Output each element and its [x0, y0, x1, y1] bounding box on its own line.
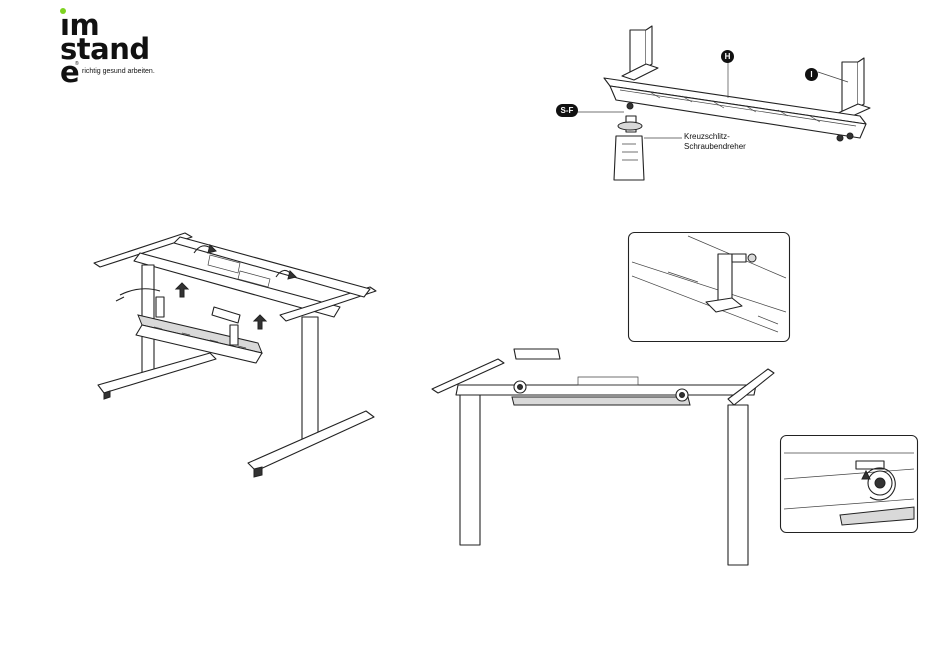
logo-registered-mark: ®	[75, 61, 79, 67]
brand-logo: ım stand e ® richtig gesund arbeiten.	[52, 4, 222, 84]
desk-frame-tray-insertion-illustration	[90, 225, 380, 485]
part-label-s-f: S-F	[556, 104, 578, 117]
logo-tagline: richtig gesund arbeiten.	[82, 68, 155, 75]
bracket-detail-inset	[628, 232, 790, 342]
part-label-i: I	[805, 68, 818, 81]
tool-label-line1: Kreuzschlitz-	[684, 132, 730, 142]
desk-frame-tray-fastening-illustration	[428, 345, 778, 570]
part-label-h: H	[721, 50, 734, 63]
tool-label-line2: Schraubendreher	[684, 142, 746, 152]
cable-tray-assembly-illustration	[560, 20, 890, 190]
screw-detail-inset	[780, 435, 918, 533]
